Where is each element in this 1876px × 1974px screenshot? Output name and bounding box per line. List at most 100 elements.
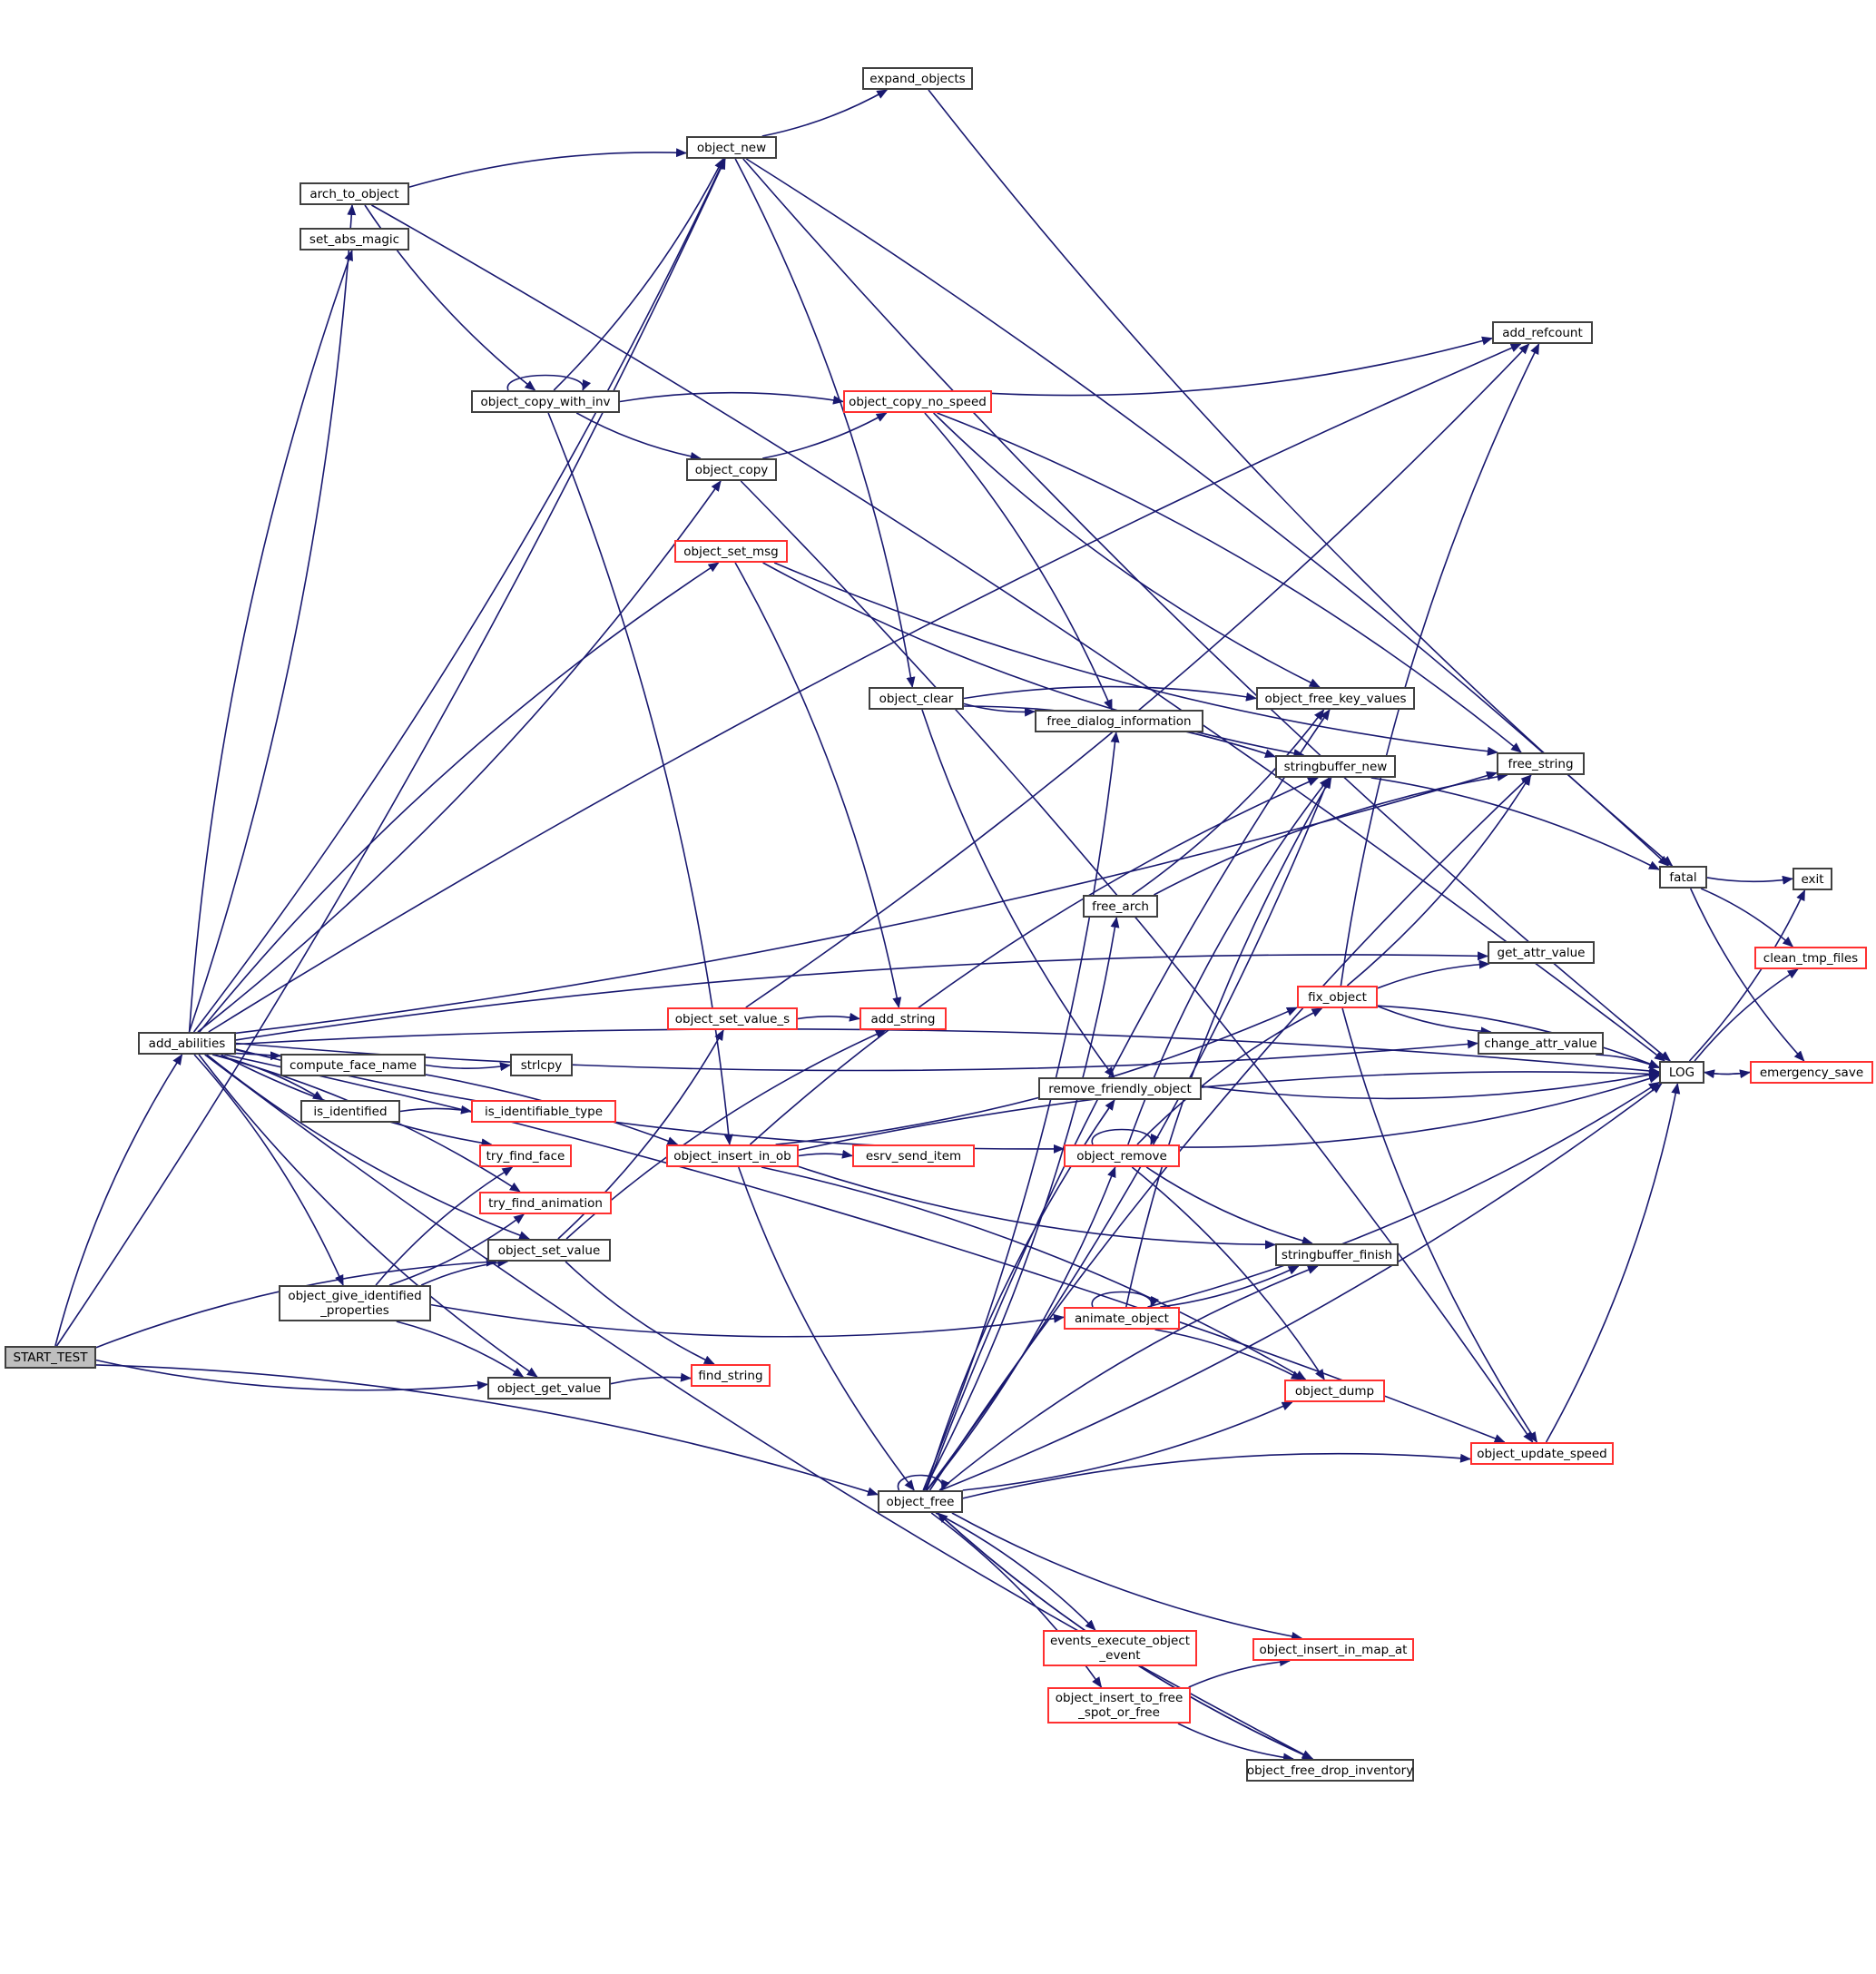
node-add-string[interactable]: add_string (859, 1007, 947, 1030)
edge-object_copy_with_inv-to-object_copy (575, 412, 702, 461)
edge-change_attr_value-to-LOG (1596, 1054, 1660, 1069)
node-object-free-key-values[interactable]: object_free_key_values (1256, 687, 1415, 710)
node-free-dialog-information[interactable]: free_dialog_information (1035, 710, 1203, 732)
node-label: object_insert_in_map_at (1259, 1642, 1408, 1657)
edge-expand_objects-to-fatal (928, 89, 1674, 867)
node-object-update-speed[interactable]: object_update_speed (1470, 1442, 1614, 1465)
node-compute-face-name[interactable]: compute_face_name (280, 1054, 426, 1076)
node-object-get-value[interactable]: object_get_value (487, 1377, 611, 1399)
node-events-execute-object-event[interactable]: events_execute_object _event (1043, 1630, 1197, 1666)
node-object-copy-no-speed[interactable]: object_copy_no_speed (843, 390, 992, 413)
edge-object_free-to-object_free (897, 1474, 950, 1491)
node-try-find-animation[interactable]: try_find_animation (479, 1192, 612, 1214)
node-object-remove[interactable]: object_remove (1064, 1144, 1180, 1167)
node-label: animate_object (1075, 1311, 1169, 1326)
node-arch-to-object[interactable]: arch_to_object (300, 182, 409, 205)
edge-object_set_msg-to-add_string (734, 562, 902, 1008)
edge-fix_object-to-free_string (1346, 774, 1532, 987)
edge-fatal-to-clean_tmp_files (1700, 888, 1794, 948)
edge-object_free-to-object_dump (962, 1401, 1293, 1491)
node-esrv-send-item[interactable]: esrv_send_item (852, 1144, 975, 1167)
node-try-find-face[interactable]: try_find_face (479, 1144, 572, 1167)
node-add-refcount[interactable]: add_refcount (1492, 321, 1593, 344)
node-fix-object[interactable]: fix_object (1297, 986, 1378, 1008)
edge-free_arch-to-object_free_key_values (1131, 709, 1325, 896)
node-strlcpy[interactable]: strlcpy (510, 1054, 573, 1076)
edge-object_clear-to-object_free_key_values (963, 685, 1257, 702)
edge-START_TEST-to-object_get_value (95, 1359, 488, 1391)
node-object-set-value[interactable]: object_set_value (487, 1239, 611, 1262)
edge-object_new-to-expand_objects (761, 89, 889, 137)
node-find-string[interactable]: find_string (691, 1364, 771, 1387)
node-free-arch[interactable]: free_arch (1083, 895, 1158, 918)
node-label: change_attr_value (1484, 1036, 1597, 1051)
edge-fix_object-to-change_attr_value (1377, 1005, 1492, 1036)
node-remove-friendly-object[interactable]: remove_friendly_object (1038, 1077, 1202, 1100)
node-object-clear[interactable]: object_clear (869, 687, 964, 710)
node-fatal[interactable]: fatal (1659, 866, 1707, 889)
node-free-string[interactable]: free_string (1497, 752, 1585, 775)
node-exit[interactable]: exit (1793, 868, 1832, 890)
node-label: add_abilities (148, 1036, 226, 1051)
edge-object_free-to-free_string (928, 774, 1532, 1491)
node-label: object_set_value (497, 1242, 601, 1258)
node-label: object_set_value_s (674, 1011, 791, 1026)
node-object-insert-in-map-at[interactable]: object_insert_in_map_at (1252, 1638, 1414, 1661)
node-label: object_copy_with_inv (480, 394, 611, 409)
node-object-copy-with-inv[interactable]: object_copy_with_inv (471, 390, 620, 413)
node-label: object_free_drop_inventory (1246, 1763, 1414, 1778)
edge-object_free-to-events_execute_object_event (935, 1512, 1096, 1631)
node-object-free-drop-inventory[interactable]: object_free_drop_inventory (1246, 1759, 1414, 1782)
node-expand-objects[interactable]: expand_objects (862, 67, 973, 90)
node-object-dump[interactable]: object_dump (1284, 1380, 1385, 1402)
node-object-copy[interactable]: object_copy (686, 458, 777, 481)
edge-object_update_speed-to-LOG (1545, 1083, 1681, 1443)
edge-object_give_identified_properties-to-object_get_value (396, 1321, 525, 1378)
edge-add_abilities-to-object_set_msg (199, 562, 720, 1033)
node-label: object_remove (1076, 1148, 1167, 1164)
node-label: object_free (886, 1494, 955, 1509)
edge-free_arch-to-free_string (1154, 771, 1508, 896)
edge-object_free-to-stringbuffer_new (926, 777, 1331, 1491)
edge-object_give_identified_properties-to-try_find_animation (388, 1213, 525, 1286)
edge-object_insert_in_ob-to-stringbuffer_finish (798, 1165, 1276, 1250)
node-object-give-identified-properties[interactable]: object_give_identified _properties (279, 1285, 431, 1321)
edge-add_abilities-to-set_abs_magic (188, 250, 353, 1033)
edge-object_free-to-stringbuffer_finish (938, 1265, 1319, 1491)
node-stringbuffer-finish[interactable]: stringbuffer_finish (1275, 1243, 1399, 1266)
edge-object_remove-to-LOG (1179, 1074, 1660, 1148)
node-object-free[interactable]: object_free (878, 1490, 963, 1513)
edge-START_TEST-to-add_abilities (54, 1054, 183, 1347)
node-label: try_find_animation (488, 1195, 603, 1211)
node-is-identifiable-type[interactable]: is_identifiable_type (471, 1100, 616, 1123)
edge-START_TEST-to-object_new (55, 158, 726, 1347)
node-label: object_insert_to_free _spot_or_free (1055, 1691, 1184, 1720)
edge-object_copy-to-object_copy_no_speed (762, 412, 888, 459)
node-object-new[interactable]: object_new (686, 136, 777, 159)
node-label: START_TEST (13, 1350, 88, 1365)
node-label: fatal (1669, 869, 1697, 885)
edge-object_copy_with_inv-to-object_copy_with_inv (506, 374, 592, 391)
node-object-insert-in-ob[interactable]: object_insert_in_ob (666, 1144, 799, 1167)
node-object-insert-to-free-spot-or-free[interactable]: object_insert_to_free _spot_or_free (1047, 1687, 1191, 1724)
node-log[interactable]: LOG (1659, 1061, 1704, 1084)
node-add-abilities[interactable]: add_abilities (138, 1032, 236, 1055)
node-set-abs-magic[interactable]: set_abs_magic (300, 228, 409, 250)
node-object-set-value-s[interactable]: object_set_value_s (667, 1007, 798, 1030)
edge-object_copy_no_speed-to-free_dialog_information (924, 412, 1113, 711)
edge-add_abilities-to-add_refcount (208, 343, 1522, 1033)
node-label: stringbuffer_finish (1281, 1247, 1393, 1262)
node-object-set-msg[interactable]: object_set_msg (674, 540, 788, 563)
node-emergency-save[interactable]: emergency_save (1750, 1061, 1873, 1084)
node-animate-object[interactable]: animate_object (1064, 1307, 1180, 1330)
node-change-attr-value[interactable]: change_attr_value (1478, 1032, 1604, 1055)
node-start-test: START_TEST (5, 1346, 96, 1369)
node-label: events_execute_object _event (1049, 1634, 1191, 1663)
node-label: remove_friendly_object (1048, 1081, 1192, 1096)
node-label: try_find_face (486, 1148, 565, 1164)
node-is-identified[interactable]: is_identified (300, 1100, 400, 1123)
edge-compute_face_name-to-strlcpy (425, 1062, 511, 1072)
node-stringbuffer-new[interactable]: stringbuffer_new (1275, 755, 1396, 778)
node-get-attr-value[interactable]: get_attr_value (1488, 941, 1595, 964)
node-clean-tmp-files[interactable]: clean_tmp_files (1754, 947, 1867, 969)
